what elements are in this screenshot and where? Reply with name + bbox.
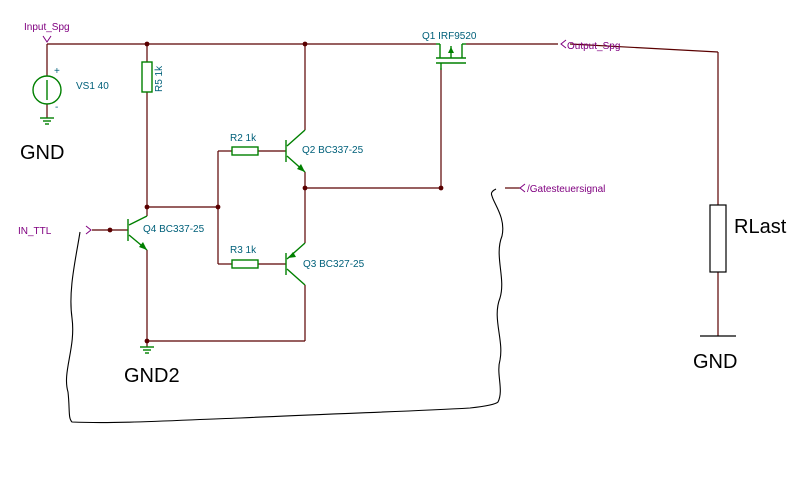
input-spg-port: Input_Spg <box>24 22 70 43</box>
transistor-q2: Q2 BC337-25 <box>285 129 364 173</box>
resistor-rlast <box>709 204 727 273</box>
junction-dot <box>302 185 308 191</box>
gatesteuersignal-label: /Gatesteuersignal <box>527 184 605 195</box>
handwritten-annotations: GND GND2 RLast GND <box>20 142 787 424</box>
junction-dot <box>144 41 150 47</box>
voltage-source-vs1: + - VS1 40 <box>32 66 109 113</box>
vs1-label: VS1 40 <box>76 81 109 92</box>
junction-dot <box>107 227 113 233</box>
vs1-minus-sign: - <box>55 102 58 113</box>
in-ttl-port: IN_TTL <box>18 225 92 237</box>
r5-label: R5 1k <box>154 65 165 92</box>
transistor-q3: Q3 BC327-25 <box>285 242 365 286</box>
gnd2-label: GND2 <box>124 365 180 387</box>
resistor-r2: R2 1k <box>230 133 259 156</box>
in-ttl-label: IN_TTL <box>18 226 52 237</box>
junction-dot <box>438 185 444 191</box>
hand-drawn-connection <box>65 188 504 424</box>
rlast-label: RLast <box>734 216 787 238</box>
ground-symbol-gnd2 <box>140 346 154 354</box>
vs1-plus-sign: + <box>54 66 60 77</box>
q2-label: Q2 BC337-25 <box>302 145 364 156</box>
r2-label: R2 1k <box>230 133 257 144</box>
ground-symbol-vs1 <box>40 117 54 125</box>
mosfet-q1: Q1 IRF9520 <box>422 31 477 70</box>
q1-label: Q1 IRF9520 <box>422 31 477 42</box>
transistor-q4: Q4 BC337-25 <box>127 215 205 251</box>
output-spg-port: Output_Spg <box>560 39 620 52</box>
junction-dot <box>144 338 150 344</box>
resistor-r3: R3 1k <box>230 245 259 269</box>
gnd-source-label: GND <box>20 142 64 164</box>
gnd-load-label: GND <box>693 351 737 373</box>
junctions <box>107 41 444 344</box>
junction-dot <box>144 204 150 210</box>
resistor-r5: R5 1k <box>141 61 165 93</box>
q4-label: Q4 BC337-25 <box>143 224 205 235</box>
junction-dot <box>302 41 308 47</box>
r3-label: R3 1k <box>230 245 257 256</box>
output-spg-label: Output_Spg <box>567 41 620 52</box>
input-spg-label: Input_Spg <box>24 22 70 33</box>
q3-label: Q3 BC327-25 <box>303 259 365 270</box>
gatesteuersignal-port: /Gatesteuersignal <box>519 183 605 195</box>
junction-dot <box>215 204 221 210</box>
net-labels: Input_Spg Output_Spg IN_TTL /Gatesteuers… <box>18 22 620 237</box>
wires <box>46 43 719 347</box>
